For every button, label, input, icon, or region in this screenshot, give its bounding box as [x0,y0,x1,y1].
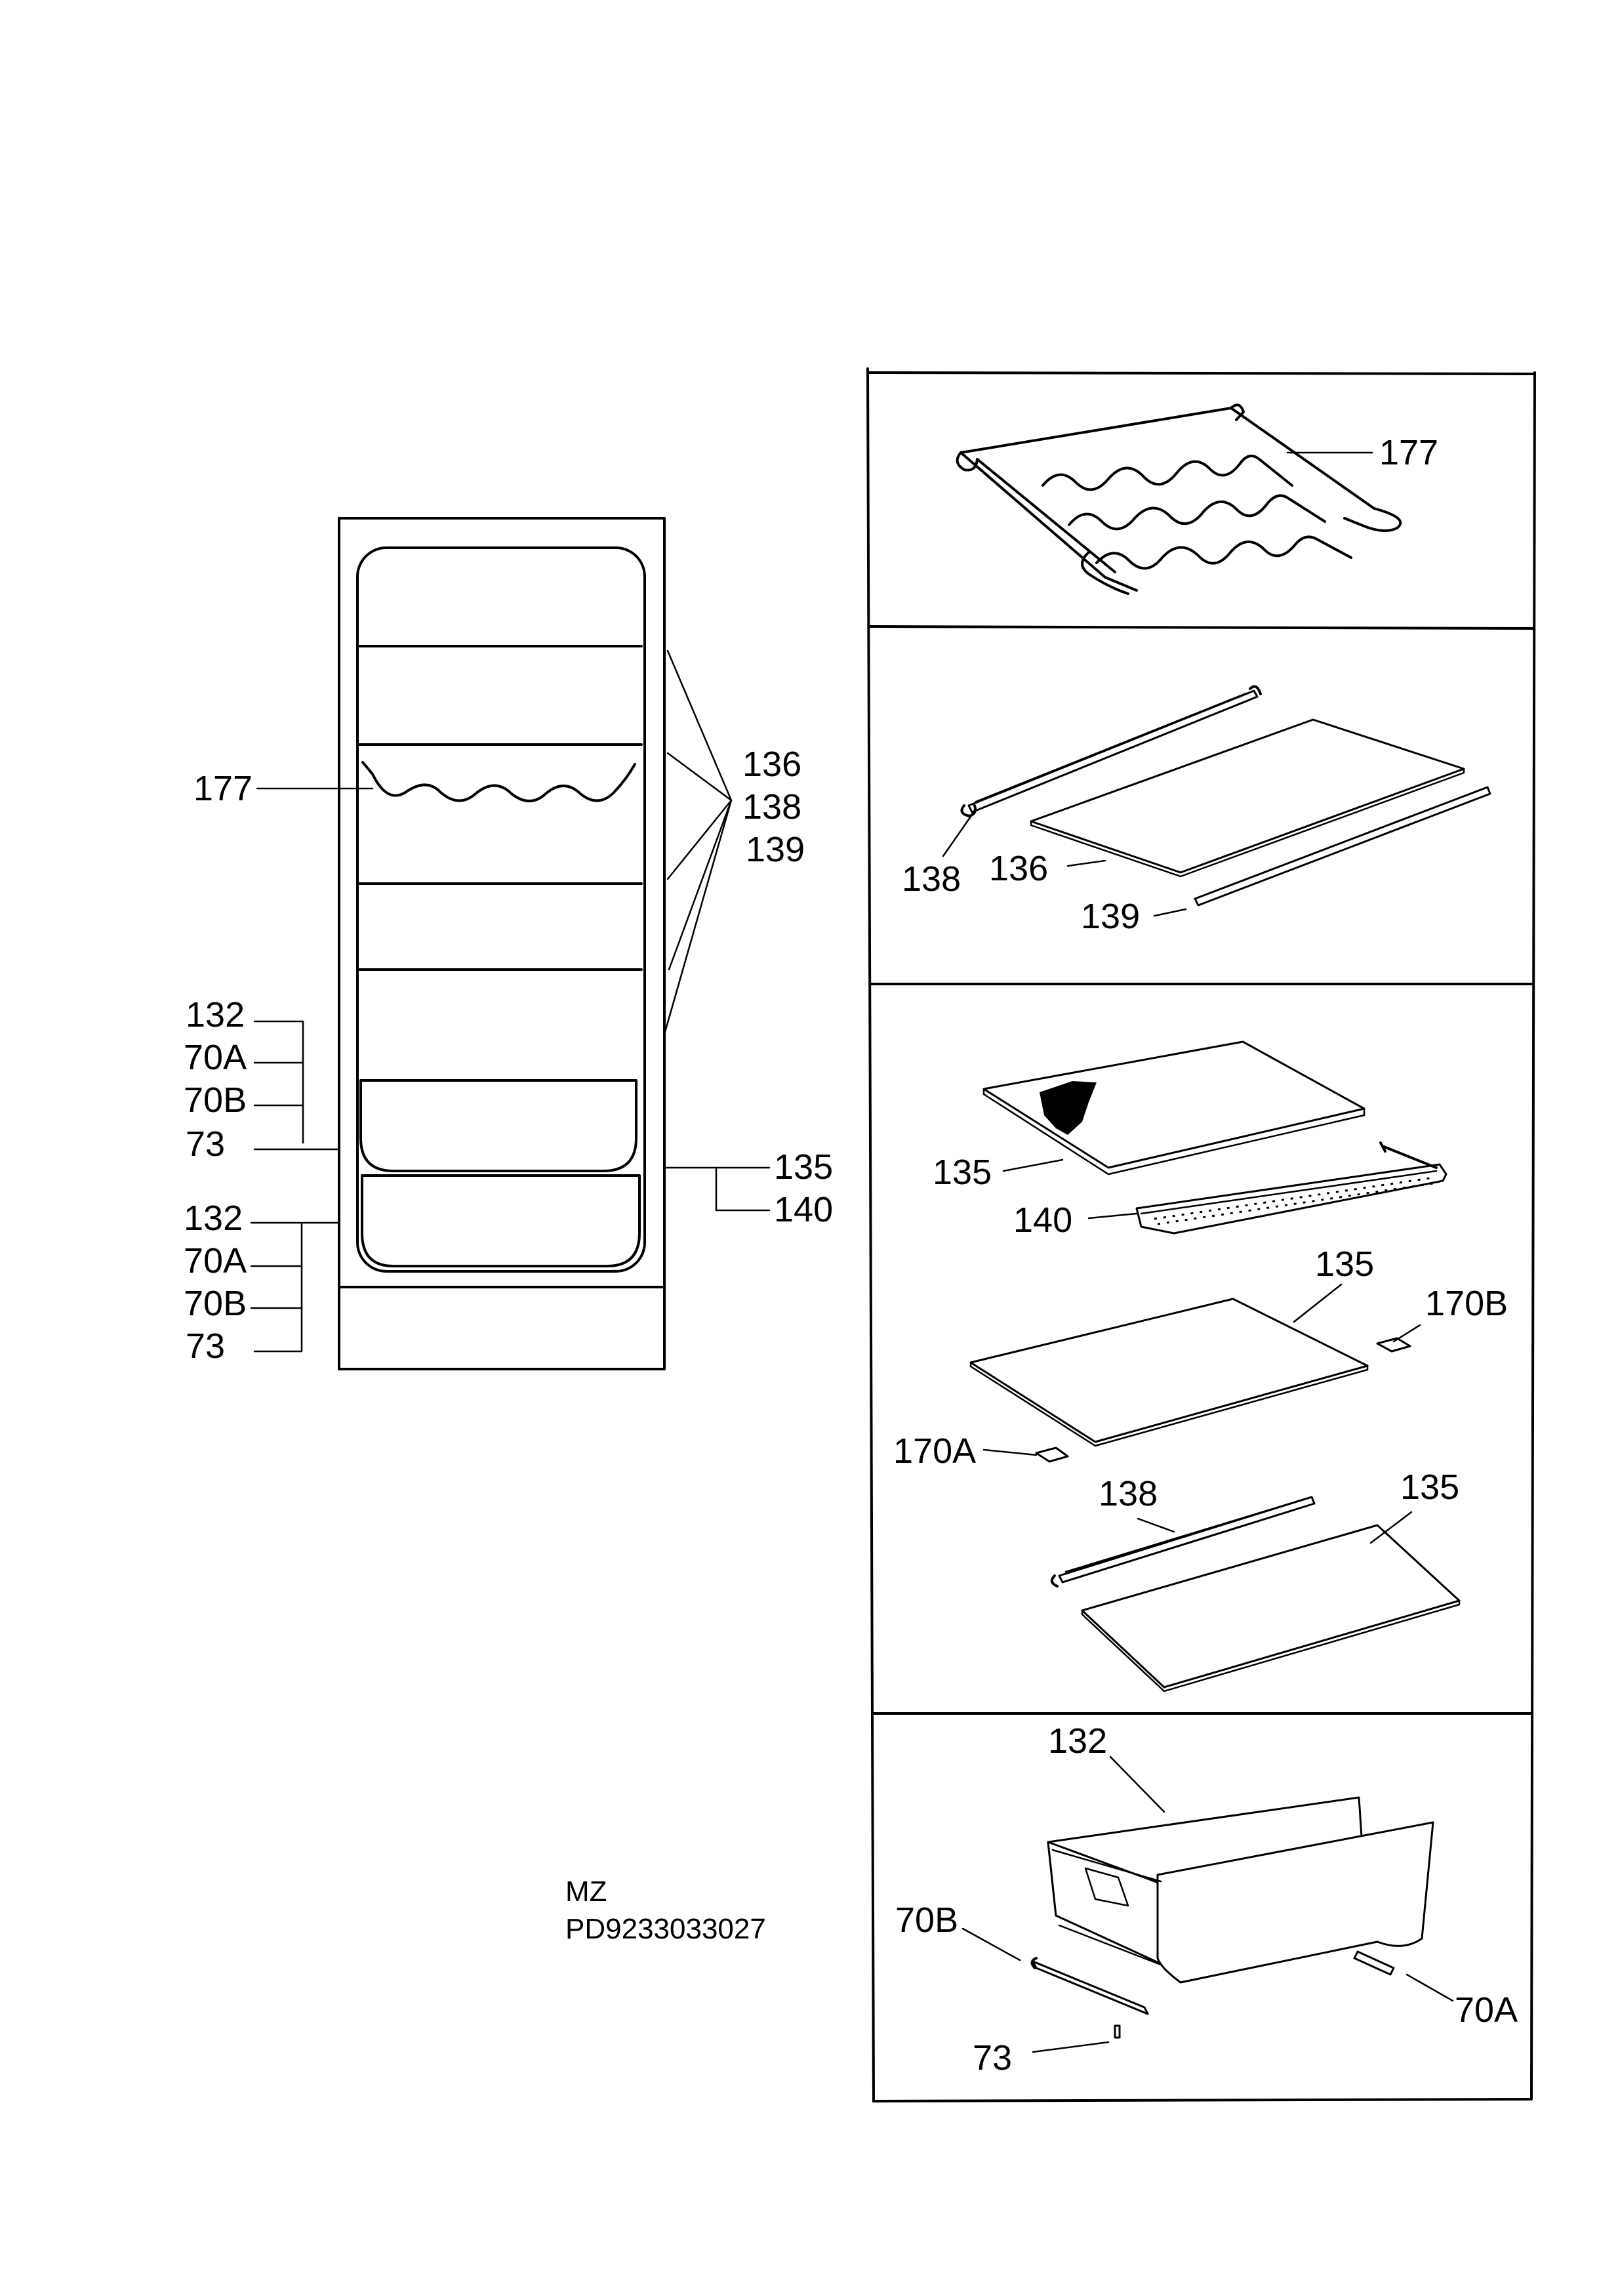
label-73-lower: 73 [186,1326,225,1366]
label-70b-detail: 70B [895,1900,958,1940]
label-70a-lower: 70A [184,1241,247,1281]
label-132: 132 [186,995,245,1035]
glass-shelf-part [942,685,1491,917]
crisper-drawer-part [961,1755,1454,2053]
cabinet-overview [338,517,666,1370]
label-136: 136 [742,745,801,784]
label-70b: 70B [184,1080,247,1120]
label-177: 177 [193,769,253,808]
crisper-cover-part [969,1040,1461,1692]
label-139-detail: 139 [1081,897,1140,936]
label-135-lower: 135 [1400,1467,1459,1507]
label-177-detail: 177 [1379,433,1438,472]
wine-rack-part [956,403,1402,595]
label-73: 73 [186,1124,225,1164]
label-135-middle: 135 [1315,1244,1374,1284]
label-139: 139 [746,830,805,869]
label-140-detail: 140 [1013,1200,1072,1240]
model-line-1: MZ [565,1876,607,1908]
label-138-detail: 138 [902,859,961,899]
detail-frame [866,367,1536,2102]
label-73-detail: 73 [973,2038,1012,2078]
model-number: PD9233033027 [565,1913,766,1945]
label-70a-detail: 70A [1455,1990,1518,2030]
label-138-lower: 138 [1099,1474,1158,1513]
label-70b-lower: 70B [184,1284,247,1323]
label-135-cover: 135 [933,1153,992,1192]
label-140: 140 [774,1190,833,1229]
label-132-lower: 132 [184,1199,243,1238]
label-170b: 170B [1425,1284,1508,1323]
label-138: 138 [742,787,801,827]
label-136-detail: 136 [989,849,1048,888]
label-70a: 70A [184,1038,247,1077]
overview-leaders [250,649,771,1353]
label-170a: 170A [893,1431,976,1471]
label-132-detail: 132 [1048,1721,1107,1761]
label-135: 135 [774,1147,833,1187]
